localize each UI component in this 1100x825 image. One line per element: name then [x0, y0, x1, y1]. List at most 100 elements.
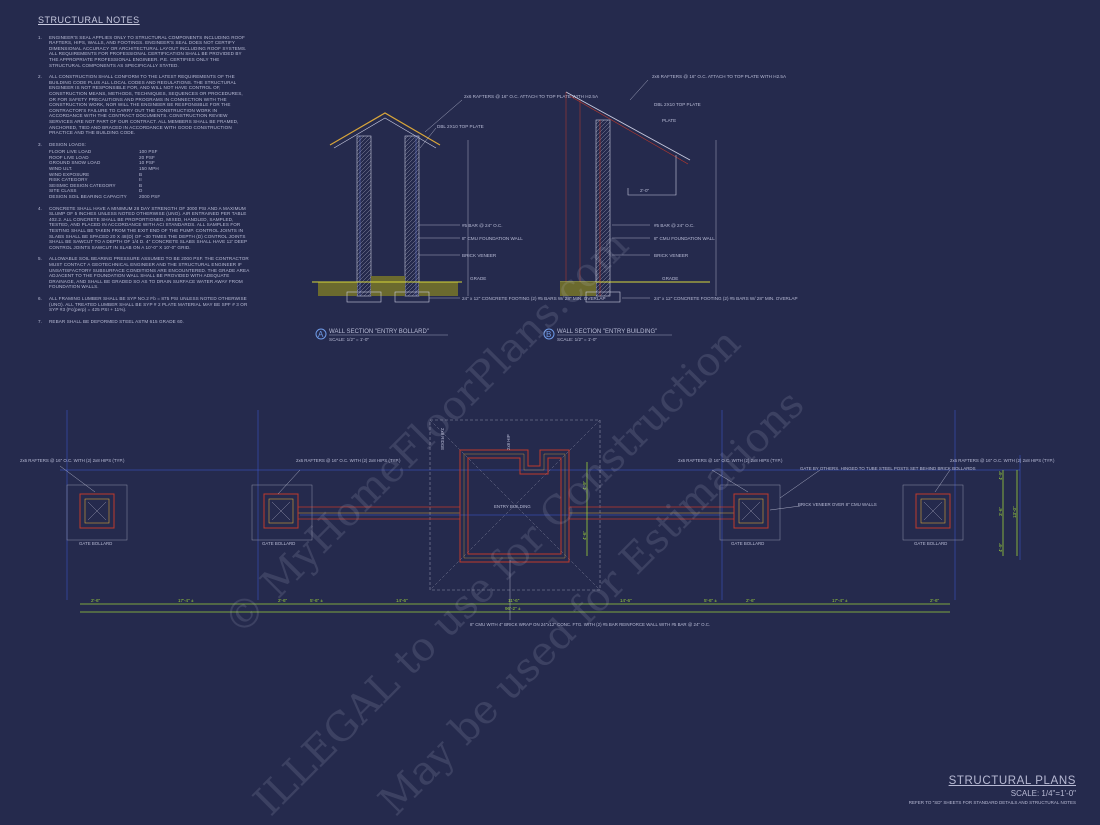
ridge-label: 2x8 RIDGE: [440, 428, 445, 450]
cmu-note: 8" CMU WITH 4" BRICK WRAP ON 24"x12" CON…: [470, 622, 710, 627]
section-b-title: B WALL SECTION "ENTRY BUILDING" SCALE: 1…: [543, 328, 672, 342]
wall-section-b: [560, 79, 717, 303]
note-text: DESIGN LOADS:: [49, 141, 87, 147]
section-a-roof: [329, 112, 441, 146]
foundation-plan: [59, 410, 1021, 620]
gate-bollard-label-1: GATE BOLLARD: [79, 541, 112, 546]
gate-bollard-3: [719, 484, 781, 541]
dim-2: 17'-4" ±: [178, 598, 194, 603]
rafter-note-2: 2x6 RAFTERS @ 16" O.C. WITH (2) 2x8 HIPS…: [296, 458, 401, 463]
section-a-left-wall: [356, 135, 372, 297]
note-text: ENGINEER'S SEAL APPLIES ONLY TO STRUCTUR…: [49, 34, 247, 68]
side-dim-3: 13'-0": [1012, 506, 1017, 518]
note-number: 7.: [38, 318, 43, 324]
note-text: CONCRETE SHALL HAVE A MINIMUM 28 DAY STR…: [49, 205, 248, 250]
entry-building-roof-outline: [429, 419, 601, 591]
overall-dim: 96'-2" ±: [505, 606, 521, 611]
section-b-rafters-label: 2x6 RAFTERS @ 16" O.C. ATTACH TO TOP PLA…: [652, 74, 787, 79]
section-a-marker: A: [318, 330, 324, 339]
dim-6: 11'-6": [508, 598, 520, 603]
note-number: 2.: [38, 74, 43, 80]
note-number: 3.: [38, 141, 43, 147]
section-b-roof: [565, 91, 691, 161]
section-a-right-wall: [404, 135, 420, 297]
dim-8: 5'-6" ±: [704, 598, 717, 603]
entry-building-label: ENTRY BUILDING: [494, 504, 531, 509]
section-a-footing: [346, 291, 382, 303]
structural-notes: STRUCTURAL NOTES 1. ENGINEER'S SEAL APPLI…: [38, 15, 250, 330]
section-b-marker: B: [546, 330, 551, 339]
note-item: 2. ALL CONSTRUCTION SHALL CONFORM TO THE …: [38, 74, 250, 136]
veneer-note: BRICK VENEER OVER 8" CMU WALLS: [798, 502, 877, 507]
load-row: WIND ULT.150 MPH: [49, 166, 159, 172]
section-b-cmu-label: 8" CMU FOUNDATION WALL: [654, 236, 715, 241]
sheet-scale: SCALE: 1/4"=1'-0": [1010, 789, 1076, 798]
dim-5: 14'-6": [396, 598, 408, 603]
gate-bollard-label-4: GATE BOLLARD: [914, 541, 947, 546]
note-text: ALL FRAMING LUMBER SHALL BE SYP NO.2 Fb …: [49, 295, 248, 313]
gate-bollard-1: [66, 484, 128, 541]
section-b-rebar-label: #5 BAR @ 24" O.C.: [654, 223, 695, 228]
entry-building: [459, 449, 570, 563]
section-b-scale: SCALE: 1/2" = 1'-0": [557, 337, 597, 342]
note-item: 5. ALLOWABLE SOIL BEARING PRESSURE ASSUME…: [38, 256, 250, 290]
section-b-plate-short-label: PLATE: [662, 118, 676, 123]
gate-bollard-2: [251, 484, 313, 541]
rafter-note-3: 2x6 RAFTERS @ 16" O.C. WITH (2) 2x8 HIPS…: [678, 458, 783, 463]
plan-labels: 2x6 RAFTERS @ 16" O.C. WITH (2) 2x8 HIPS…: [20, 428, 1055, 627]
section-b-veneer-label: BRICK VENEER: [654, 253, 689, 258]
plan-dimension-text: 2'-6" 17'-4" ± 2'-6" 5'-6" ± 14'-6" 11'-…: [91, 470, 1017, 611]
note-number: 6.: [38, 295, 43, 301]
section-a-footing-label: 24" x 12" CONCRETE FOOTING (2) #5 BARS W…: [462, 296, 606, 301]
title-block: STRUCTURAL PLANS SCALE: 1/4"=1'-0" REFER…: [909, 775, 1076, 805]
hip-label: 2x8 HIP: [506, 434, 511, 450]
plan-walls: [298, 506, 734, 520]
dim-9: 2'-6": [746, 598, 756, 603]
bldg-dim-2: 4'-6": [582, 530, 587, 540]
gate-bollard-label-3: GATE BOLLARD: [731, 541, 764, 546]
note-number: 5.: [38, 256, 43, 262]
plan-dimension-string: [80, 603, 950, 613]
dim-7: 14'-6": [620, 598, 632, 603]
bldg-dim-1: 4'-9": [582, 480, 587, 490]
section-b-plate-label: DBL 2X10 TOP PLATE: [654, 102, 701, 107]
note-number: 1.: [38, 34, 43, 40]
section-b-footing-label: 24" x 12" CONCRETE FOOTING (2) #5 BARS W…: [654, 296, 798, 301]
note-text: ALLOWABLE SOIL BEARING PRESSURE ASSUMED …: [49, 256, 250, 290]
dim-4: 5'-6" ±: [310, 598, 323, 603]
note-item: 6. ALL FRAMING LUMBER SHALL BE SYP NO.2 F…: [38, 296, 250, 313]
section-a-labels: 2x6 RAFTERS @ 16" O.C. ATTACH TO TOP PLA…: [437, 94, 606, 301]
section-a-plate-label: DBL 2X10 TOP PLATE: [437, 124, 484, 129]
side-dim-2: 3'-6": [998, 506, 1003, 516]
gate-note: GATE BY OTHERS. HINGED TO TUBE STEEL POS…: [800, 466, 976, 471]
section-b-labels: 2x6 RAFTERS @ 16" O.C. ATTACH TO TOP PLA…: [640, 74, 798, 301]
rafter-note-4: 2x6 RAFTERS @ 16" O.C. WITH (2) 2x8 HIPS…: [950, 458, 1055, 463]
gate-bollard-label-2: GATE BOLLARD: [262, 541, 295, 546]
notes-heading: STRUCTURAL NOTES: [38, 15, 140, 25]
section-a-scale: SCALE: 1/2" = 1'-0": [329, 337, 369, 342]
note-number: 4.: [38, 205, 43, 211]
section-a-title: A WALL SECTION "ENTRY BOLLARD" SCALE: 1/…: [315, 328, 448, 342]
note-text: ALL CONSTRUCTION SHALL CONFORM TO THE LA…: [49, 74, 243, 136]
section-a-title-text: WALL SECTION "ENTRY BOLLARD": [329, 329, 429, 335]
gate-bollard-4: [902, 484, 964, 541]
plan-side-dimensions: [586, 462, 1018, 556]
dim-1: 2'-6": [91, 598, 101, 603]
section-b-title-text: WALL SECTION "ENTRY BUILDING": [557, 329, 657, 335]
side-dim-1: 4'-9": [998, 470, 1003, 480]
dim-3: 2'-6": [278, 598, 288, 603]
section-a-grade-label: GRADE: [470, 276, 486, 281]
note-item: 1. ENGINEER'S SEAL APPLIES ONLY TO STRUCT…: [38, 35, 250, 69]
note-item: 7.REBAR SHALL BE DEFORMED STEEL ASTM 615…: [38, 319, 250, 325]
